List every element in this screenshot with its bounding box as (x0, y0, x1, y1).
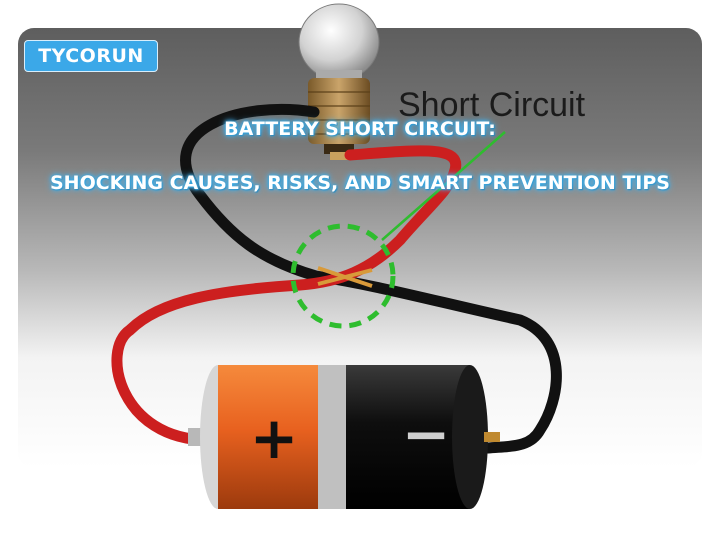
negative-terminal-symbol: − (402, 400, 451, 468)
battery-icon: + − (188, 365, 500, 509)
headline-subtitle: SHOCKING CAUSES, RISKS, AND SMART PREVEN… (50, 172, 670, 194)
brand-logo: TYCORUN (24, 40, 158, 72)
positive-terminal-symbol: + (250, 404, 299, 472)
short-circuit-highlight-circle (290, 223, 396, 329)
short-circuit-label: Short Circuit (398, 86, 586, 124)
headline-title: BATTERY SHORT CIRCUIT: (224, 118, 496, 140)
light-bulb-icon (298, 3, 380, 160)
label-pointer-line (381, 131, 506, 241)
exposed-copper-wire (317, 268, 373, 286)
